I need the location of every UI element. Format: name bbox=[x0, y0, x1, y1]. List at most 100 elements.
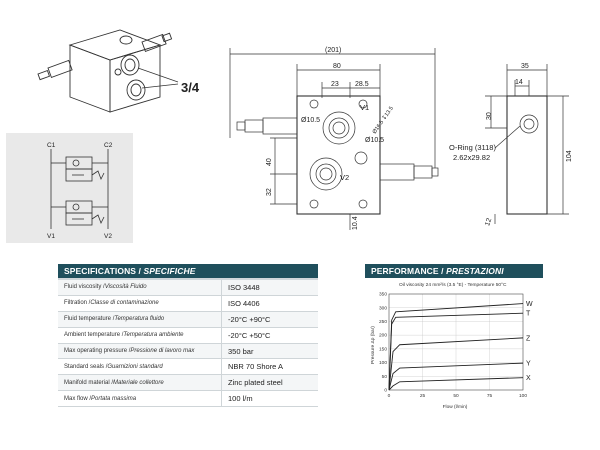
dim-hole-2-label: Ø10.5 bbox=[365, 137, 384, 144]
specifications-header: SPECIFICATIONS / SPECIFICHE bbox=[58, 264, 318, 278]
specifications-title-it: SPECIFICHE bbox=[143, 266, 196, 276]
spec-value: NBR 70 Shore A bbox=[228, 362, 284, 372]
x-tick-label: 25 bbox=[420, 393, 426, 399]
spec-label: Fluid viscosity / Viscosità Fluido bbox=[58, 280, 222, 295]
table-row: Fluid temperature / Temperatura fluido -… bbox=[58, 311, 318, 328]
header-divider bbox=[58, 278, 318, 280]
spec-label-en: Standard seals / bbox=[64, 363, 108, 370]
dim-28-5-label: 28.5 bbox=[355, 81, 369, 88]
spec-value: Zinc plated steel bbox=[228, 378, 283, 388]
specifications-title-en: SPECIFICATIONS / bbox=[64, 266, 144, 276]
spec-label: Filtration / Classe di contaminazione bbox=[58, 295, 222, 311]
spec-label-en: Max flow / bbox=[64, 395, 92, 402]
spec-label: Max flow / Portata massima bbox=[58, 391, 222, 407]
hydraulic-schematic: C1 C2 V1 V2 bbox=[6, 133, 133, 243]
schematic-v1-label: V1 bbox=[47, 233, 55, 240]
performance-header: PERFORMANCE / PRESTAZIONI bbox=[365, 264, 543, 278]
y-tick-label: 150 bbox=[379, 346, 387, 352]
dim-40-label: 40 bbox=[266, 158, 273, 166]
dim-side-30-label: 30 bbox=[486, 112, 493, 120]
table-row: Standard seals / Guarnizioni standard NB… bbox=[58, 359, 318, 376]
spec-label-it: Temperatura ambiente bbox=[123, 332, 184, 339]
y-tick-label: 100 bbox=[379, 360, 387, 366]
spec-label: Fluid temperature / Temperatura fluido bbox=[58, 311, 222, 327]
spec-label-it: Classe di contaminazione bbox=[90, 300, 159, 307]
schematic-c2-label: C2 bbox=[104, 142, 113, 149]
chart-x-axis-label: Flow (l/min) bbox=[443, 404, 468, 410]
table-row: Max operating pressure / Pressione di la… bbox=[58, 343, 318, 360]
dim-side-14-label: 14 bbox=[515, 79, 523, 86]
y-tick-label: 250 bbox=[379, 319, 387, 325]
chart-y-axis-label: Pressure Δp (bar) bbox=[370, 326, 376, 364]
spec-label-it: Viscosità Fluido bbox=[104, 284, 147, 291]
spec-label-it: Pressione di lavoro max bbox=[130, 348, 195, 354]
spec-label-it: Guarnizioni standard bbox=[107, 363, 163, 370]
specifications-table: SPECIFICATIONS / SPECIFICHE Fluid viscos… bbox=[58, 264, 318, 408]
table-row: Manifold material / Materiale collettore… bbox=[58, 375, 318, 392]
spec-label-it: Materiale collettore bbox=[113, 379, 164, 386]
spec-label-en: Manifold material / bbox=[64, 379, 114, 386]
y-tick-label: 200 bbox=[379, 333, 387, 339]
isometric-valve-drawing: 3/4" bbox=[37, 29, 200, 113]
series-line-t bbox=[388, 312, 524, 391]
spec-label: Standard seals / Guarnizioni standard bbox=[58, 359, 222, 375]
performance-panel: PERFORMANCE / PRESTAZIONI Oil viscosity … bbox=[365, 264, 543, 415]
dim-side-35-label: 35 bbox=[521, 63, 529, 70]
performance-title-en: PERFORMANCE / bbox=[371, 266, 447, 276]
port-size-label: 3/4" bbox=[181, 80, 200, 95]
schematic-c1-label: C1 bbox=[47, 142, 56, 149]
series-label-w: W bbox=[526, 301, 533, 308]
specifications-rows: Fluid viscosity / Viscosità Fluido ISO 3… bbox=[58, 280, 318, 408]
series-line-x bbox=[388, 377, 524, 391]
spec-label-en: Filtration / bbox=[64, 300, 91, 307]
spec-label: Max operating pressure / Pressione di la… bbox=[58, 343, 222, 359]
x-tick-label: 0 bbox=[388, 393, 391, 399]
dimension-drawing: (201) 80 23 28.5 V1 V2 Ø10.5 Ø10.5 Ø16.5… bbox=[229, 47, 573, 230]
series-label-z: Z bbox=[526, 335, 531, 342]
series-label-y: Y bbox=[526, 361, 531, 368]
table-row: Fluid viscosity / Viscosità Fluido ISO 3… bbox=[58, 280, 318, 296]
dim-23-label: 23 bbox=[331, 81, 339, 88]
series-line-z bbox=[388, 337, 524, 391]
x-tick-label: 100 bbox=[519, 393, 527, 399]
spec-value: -20°C +90°C bbox=[228, 314, 271, 324]
series-label-t: T bbox=[526, 311, 531, 318]
spec-value: -20°C +50°C bbox=[228, 330, 271, 340]
spec-value: 350 bar bbox=[228, 346, 254, 356]
dim-hole-1-label: Ø10.5 bbox=[301, 117, 320, 124]
series-label-x: X bbox=[526, 375, 531, 382]
y-tick-label: 350 bbox=[379, 292, 387, 298]
dim-overall-label: (201) bbox=[325, 47, 341, 54]
port-v2-label: V2 bbox=[340, 173, 349, 182]
spec-label-it: Temperatura fluido bbox=[114, 316, 165, 323]
x-tick-label: 75 bbox=[487, 393, 493, 399]
port-v1-label: V1 bbox=[360, 103, 369, 112]
dim-side-104-label: 104 bbox=[566, 150, 573, 162]
oring-size-label: 2.62x29.82 bbox=[453, 153, 490, 162]
dim-side-12-label: 12 bbox=[484, 217, 493, 227]
table-row: Max flow / Portata massima 100 l/m bbox=[58, 391, 318, 408]
plot-frame bbox=[388, 293, 524, 391]
oring-label: O-Ring (3118) bbox=[449, 143, 496, 152]
performance-chart: Oil viscosity 24 mm²/s (3.5 °E) - Temper… bbox=[370, 282, 533, 410]
series-line-y bbox=[388, 362, 524, 391]
dim-counterbore-label: Ø16.5 ↧13.5 bbox=[371, 105, 395, 135]
y-tick-label: 50 bbox=[382, 374, 388, 380]
spec-value: ISO 4406 bbox=[228, 298, 260, 308]
table-row: Filtration / Classe di contaminazione IS… bbox=[58, 295, 318, 312]
spec-label-en: Fluid temperature / bbox=[64, 316, 115, 323]
dim-10-4-label: 10.4 bbox=[352, 216, 359, 230]
x-tick-label: 50 bbox=[453, 393, 459, 399]
spec-value: 100 l/m bbox=[228, 394, 253, 404]
schematic-symbol: C1 C2 V1 V2 bbox=[47, 142, 113, 240]
spec-label-en: Ambient temperature / bbox=[64, 332, 124, 339]
spec-label-en: Max operating pressure / bbox=[64, 348, 131, 354]
spec-label: Manifold material / Materiale collettore bbox=[58, 375, 222, 391]
y-tick-label: 0 bbox=[384, 388, 387, 394]
dim-body-width-label: 80 bbox=[333, 63, 341, 70]
dim-32-label: 32 bbox=[266, 188, 273, 196]
spec-label: Ambient temperature / Temperatura ambien… bbox=[58, 327, 222, 343]
spec-label-it: Portata massima bbox=[91, 395, 137, 402]
performance-title-it: PRESTAZIONI bbox=[446, 266, 504, 276]
spec-value: ISO 3448 bbox=[228, 282, 260, 292]
